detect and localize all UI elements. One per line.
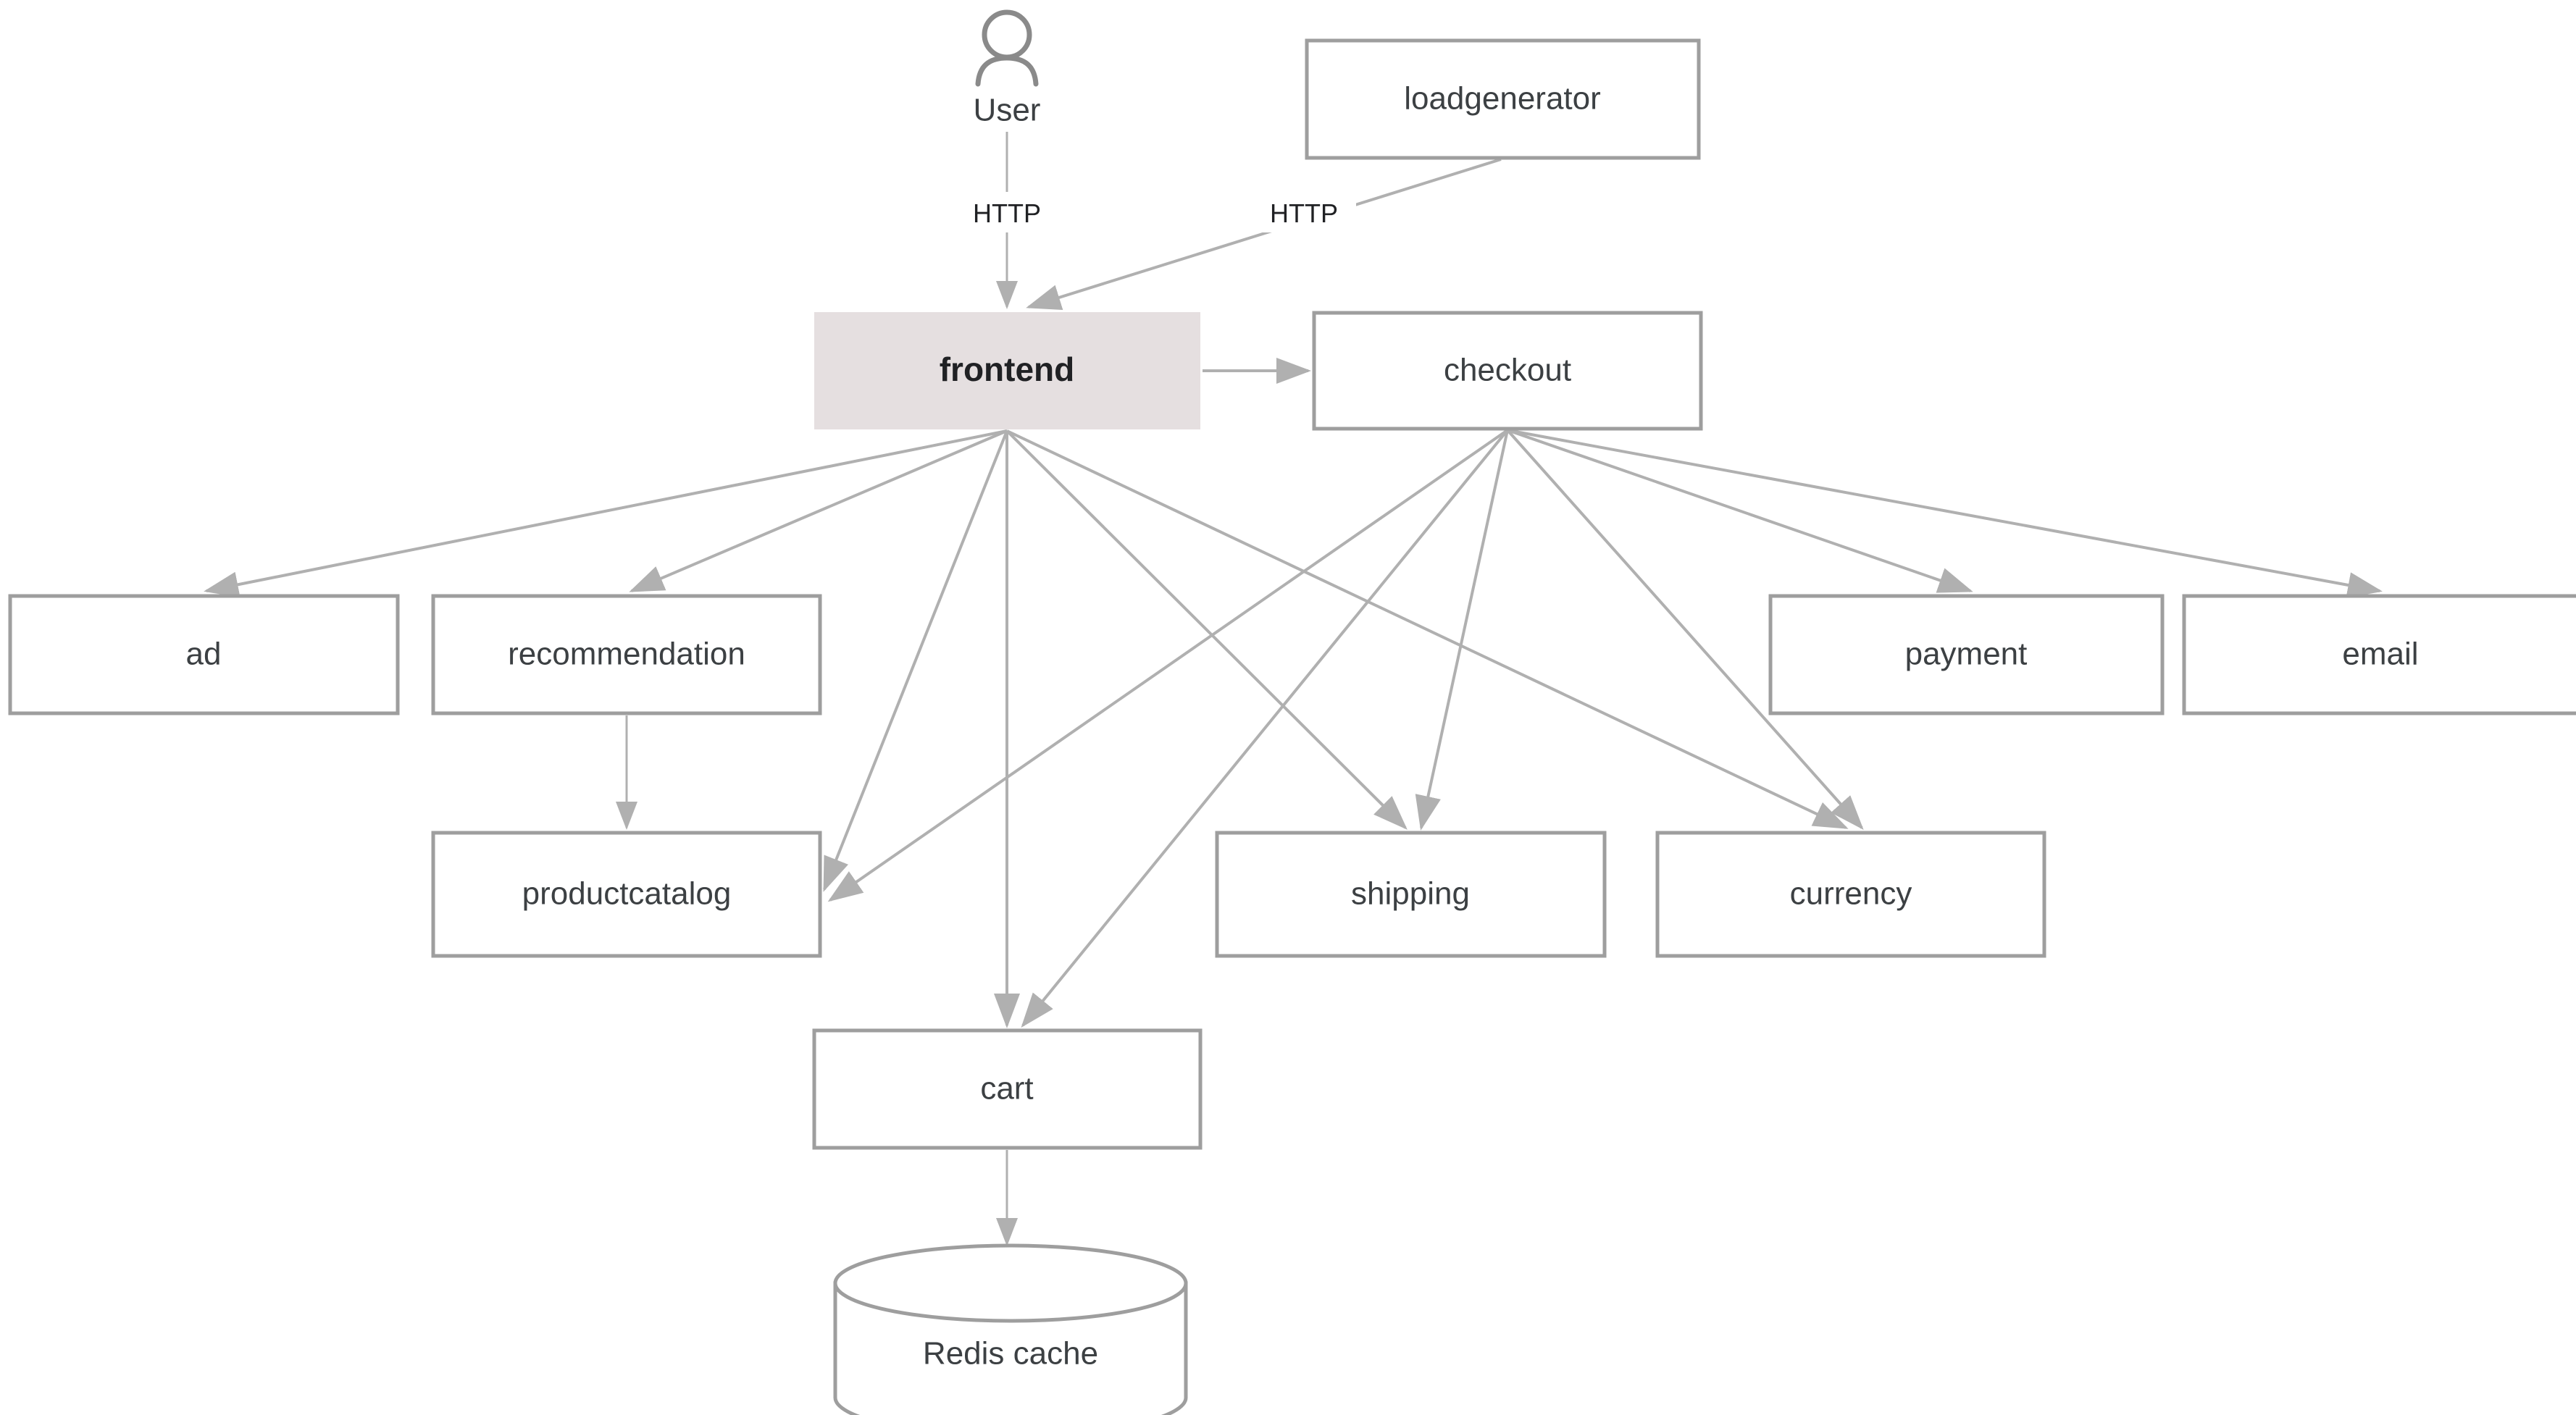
edge-checkout-currency — [1506, 429, 1864, 830]
node-email[interactable]: email — [2182, 594, 2576, 715]
node-payment-label: payment — [1905, 637, 2028, 672]
node-rediscache[interactable]: Redis cache — [833, 1243, 1188, 1415]
edge-label-layer: HTTP HTTP — [955, 192, 1356, 232]
actor-user-label: User — [974, 93, 1041, 128]
node-frontend-label: frontend — [940, 350, 1075, 388]
edge-frontend-currency — [1006, 429, 1849, 829]
actor-user: User — [974, 9, 1041, 128]
node-ad-box[interactable] — [8, 594, 400, 715]
node-productcatalog[interactable]: productcatalog — [431, 831, 822, 958]
node-recommendation-box[interactable] — [431, 594, 822, 715]
edge-frontend-recommendation — [629, 429, 1008, 592]
edge-frontend-productcatalog — [823, 430, 1008, 892]
node-ad[interactable]: ad — [8, 594, 400, 715]
edge-frontend-shipping — [1005, 429, 1408, 830]
edge-checkout-cart — [1021, 429, 1509, 1028]
node-shipping[interactable]: shipping — [1215, 831, 1607, 958]
edge-frontend-ad — [204, 429, 1008, 598]
person-icon-head — [982, 9, 1032, 60]
node-currency-label: currency — [1790, 876, 1912, 912]
node-checkout-box[interactable] — [1312, 311, 1703, 431]
node-rediscache-top — [833, 1243, 1188, 1323]
node-cart[interactable]: cart — [812, 1028, 1203, 1150]
node-recommendation[interactable]: recommendation — [431, 594, 822, 715]
edge-label-user-http: HTTP — [973, 198, 1041, 228]
node-loadgenerator-label: loadgenerator — [1404, 81, 1601, 117]
node-frontend[interactable]: frontend — [814, 312, 1200, 429]
node-loadgenerator[interactable]: loadgenerator — [1305, 38, 1701, 160]
edge-label-loadgen-bg — [1252, 192, 1356, 232]
node-loadgenerator-box[interactable] — [1305, 38, 1701, 160]
node-rediscache-label: Redis cache — [923, 1336, 1098, 1372]
node-email-label: email — [2342, 637, 2418, 672]
edge-label-loadgenerator-http: HTTP — [1270, 198, 1338, 228]
node-checkout[interactable]: checkout — [1312, 311, 1703, 431]
node-checkout-label: checkout — [1444, 353, 1571, 388]
node-ad-label: ad — [186, 637, 222, 672]
person-icon-body — [975, 55, 1039, 87]
edge-label-user-bg — [955, 192, 1059, 232]
edge-loadgenerator-frontend — [1026, 158, 1502, 311]
edge-checkout-productcatalog — [827, 429, 1509, 902]
node-shipping-box[interactable] — [1215, 831, 1607, 958]
node-payment-box[interactable] — [1768, 594, 2165, 715]
node-cart-box[interactable] — [812, 1028, 1203, 1150]
node-email-box[interactable] — [2182, 594, 2576, 715]
edge-checkout-email — [1507, 429, 2383, 598]
node-productcatalog-box[interactable] — [431, 831, 822, 958]
node-cart-label: cart — [980, 1071, 1033, 1107]
edge-checkout-shipping — [1415, 429, 1509, 831]
node-currency[interactable]: currency — [1655, 831, 2046, 958]
node-frontend-box[interactable] — [814, 312, 1200, 429]
edge-layer — [204, 132, 2383, 1246]
node-productcatalog-label: productcatalog — [522, 876, 732, 912]
node-payment[interactable]: payment — [1768, 594, 2165, 715]
edge-checkout-payment — [1507, 429, 1973, 593]
node-recommendation-label: recommendation — [508, 637, 745, 672]
node-shipping-label: shipping — [1351, 876, 1470, 912]
node-currency-box[interactable] — [1655, 831, 2046, 958]
